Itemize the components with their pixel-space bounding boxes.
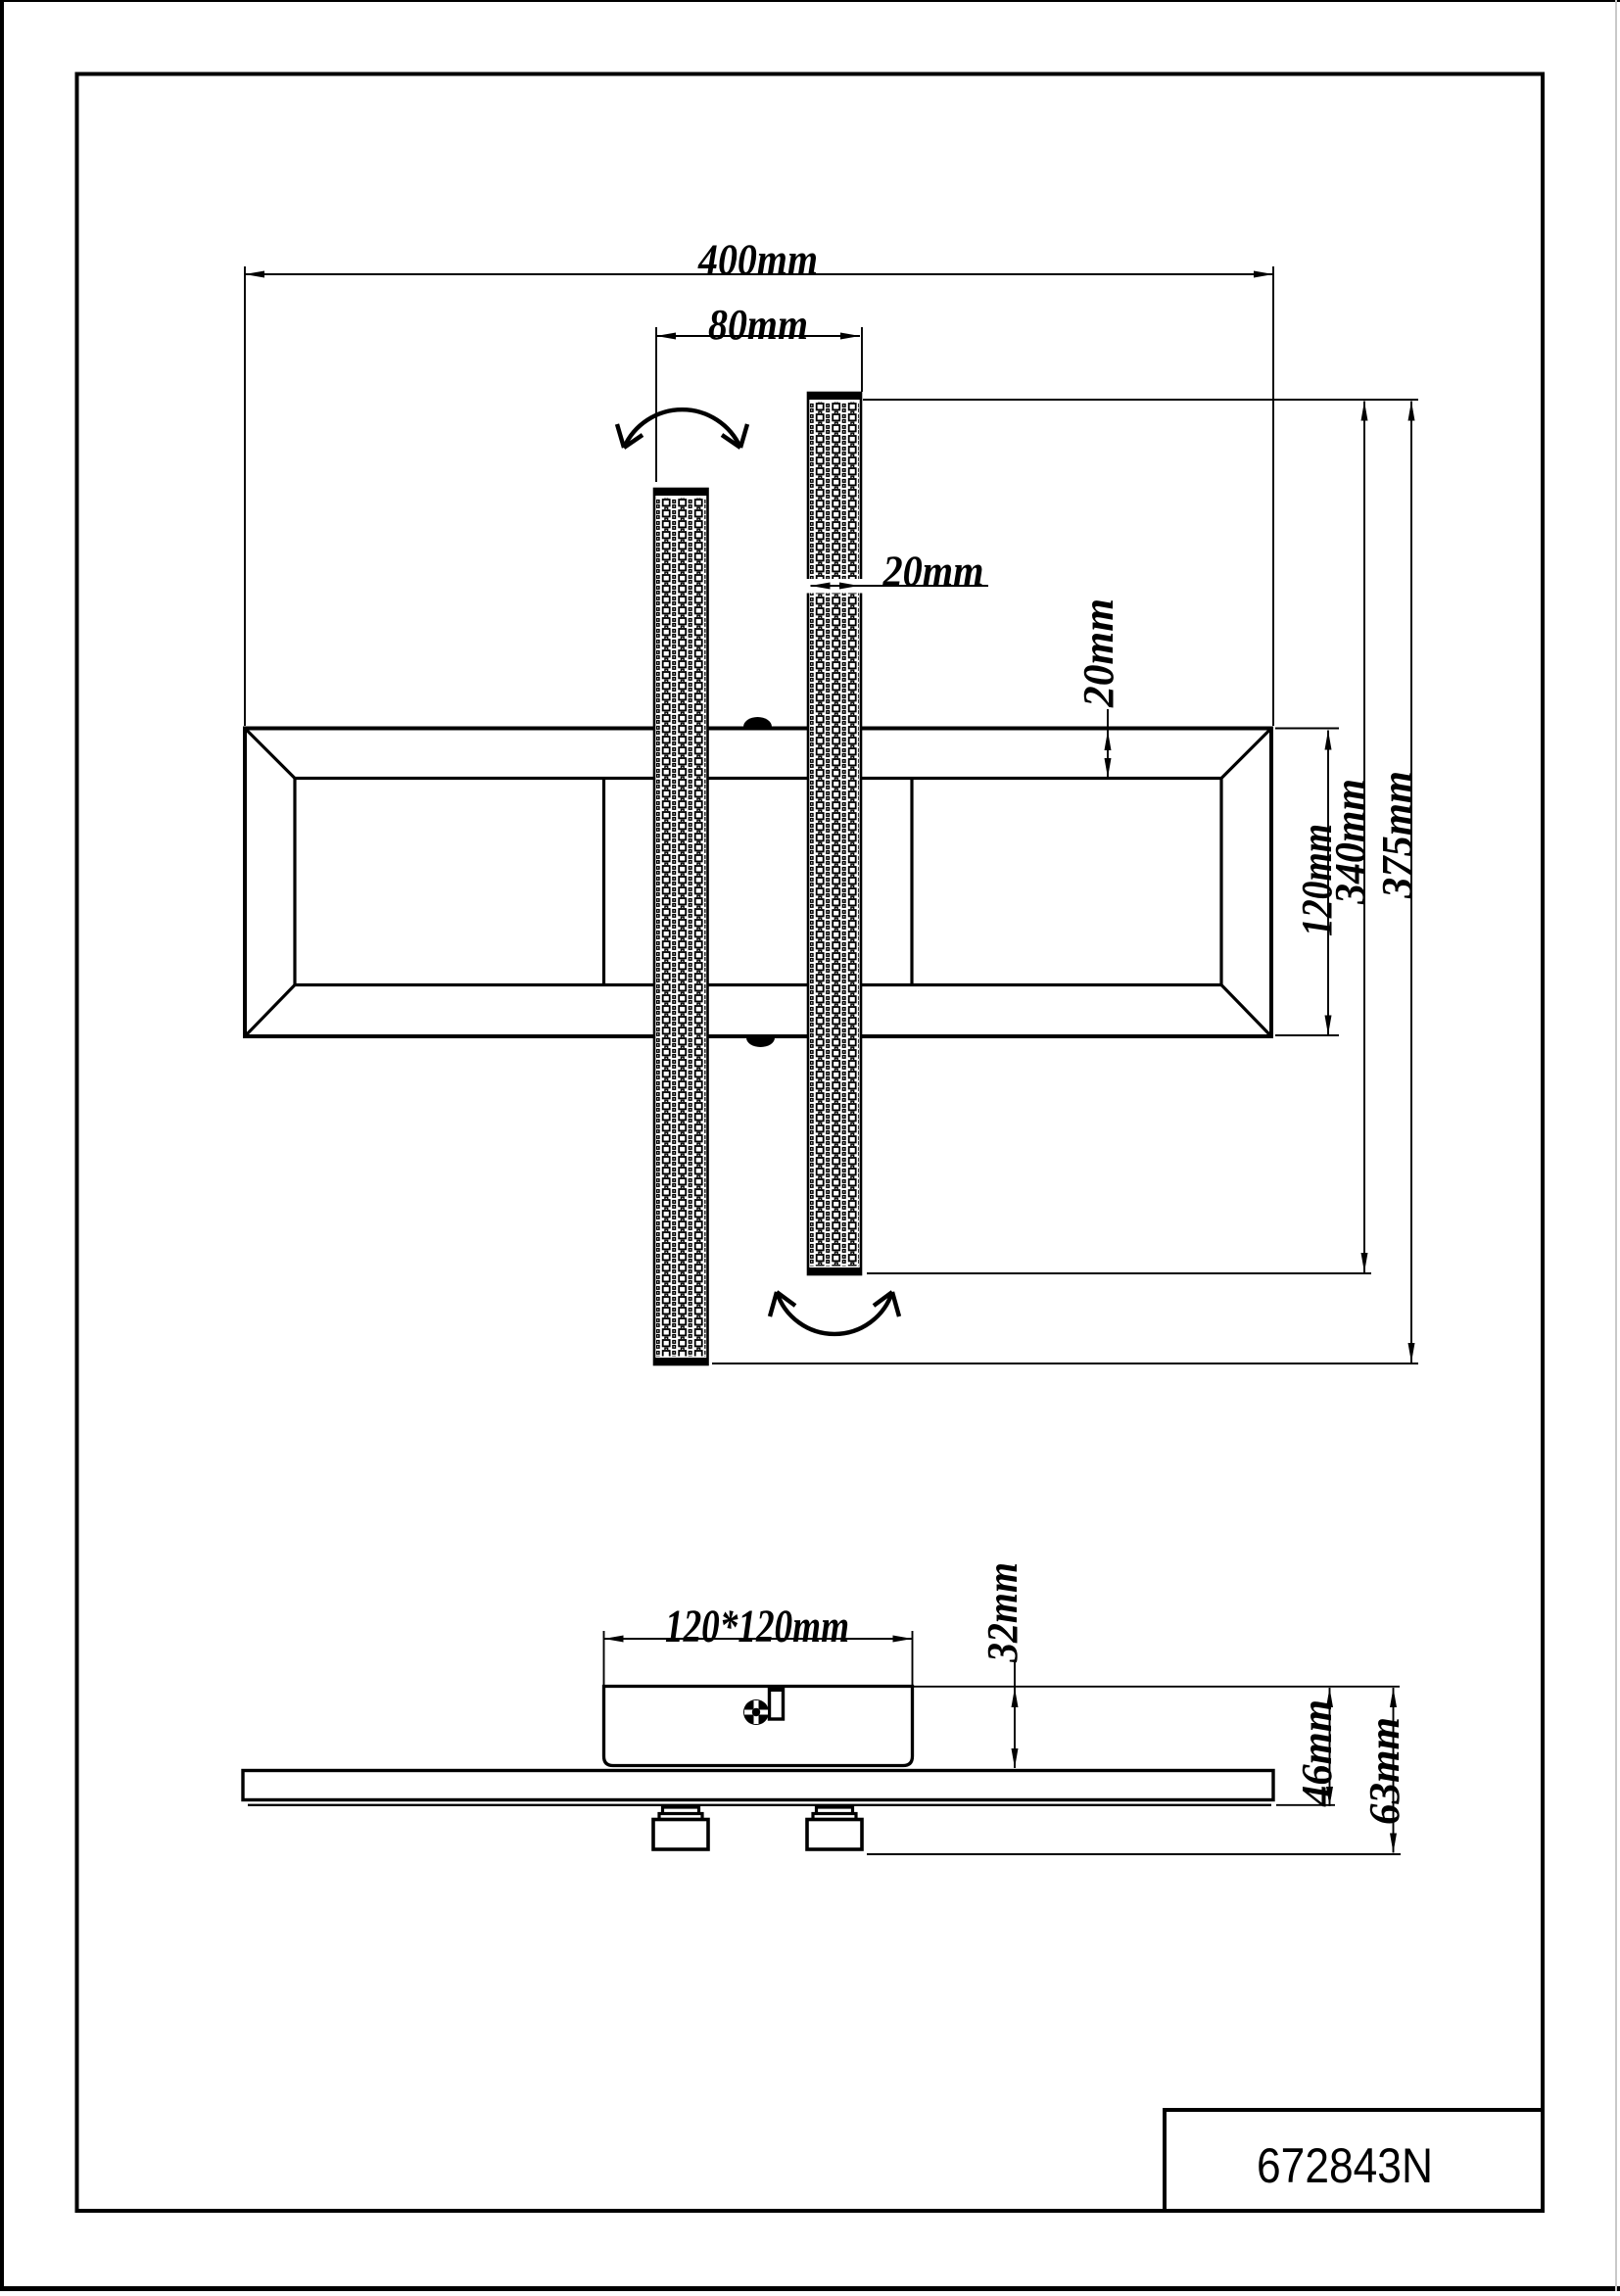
svg-text:120mm: 120mm — [1293, 824, 1341, 936]
svg-text:63mm: 63mm — [1360, 1717, 1408, 1825]
svg-text:400mm: 400mm — [697, 236, 818, 284]
svg-text:32mm: 32mm — [978, 1562, 1026, 1663]
svg-text:46mm: 46mm — [1293, 1699, 1341, 1807]
svg-text:672843N: 672843N — [1257, 2138, 1433, 2193]
svg-text:340mm: 340mm — [1326, 779, 1374, 905]
svg-text:375mm: 375mm — [1373, 771, 1421, 899]
svg-text:20mm: 20mm — [1074, 598, 1122, 708]
svg-text:80mm: 80mm — [708, 301, 808, 349]
svg-text:120*120mm: 120*120mm — [665, 1601, 849, 1652]
svg-text:20mm: 20mm — [882, 548, 984, 596]
